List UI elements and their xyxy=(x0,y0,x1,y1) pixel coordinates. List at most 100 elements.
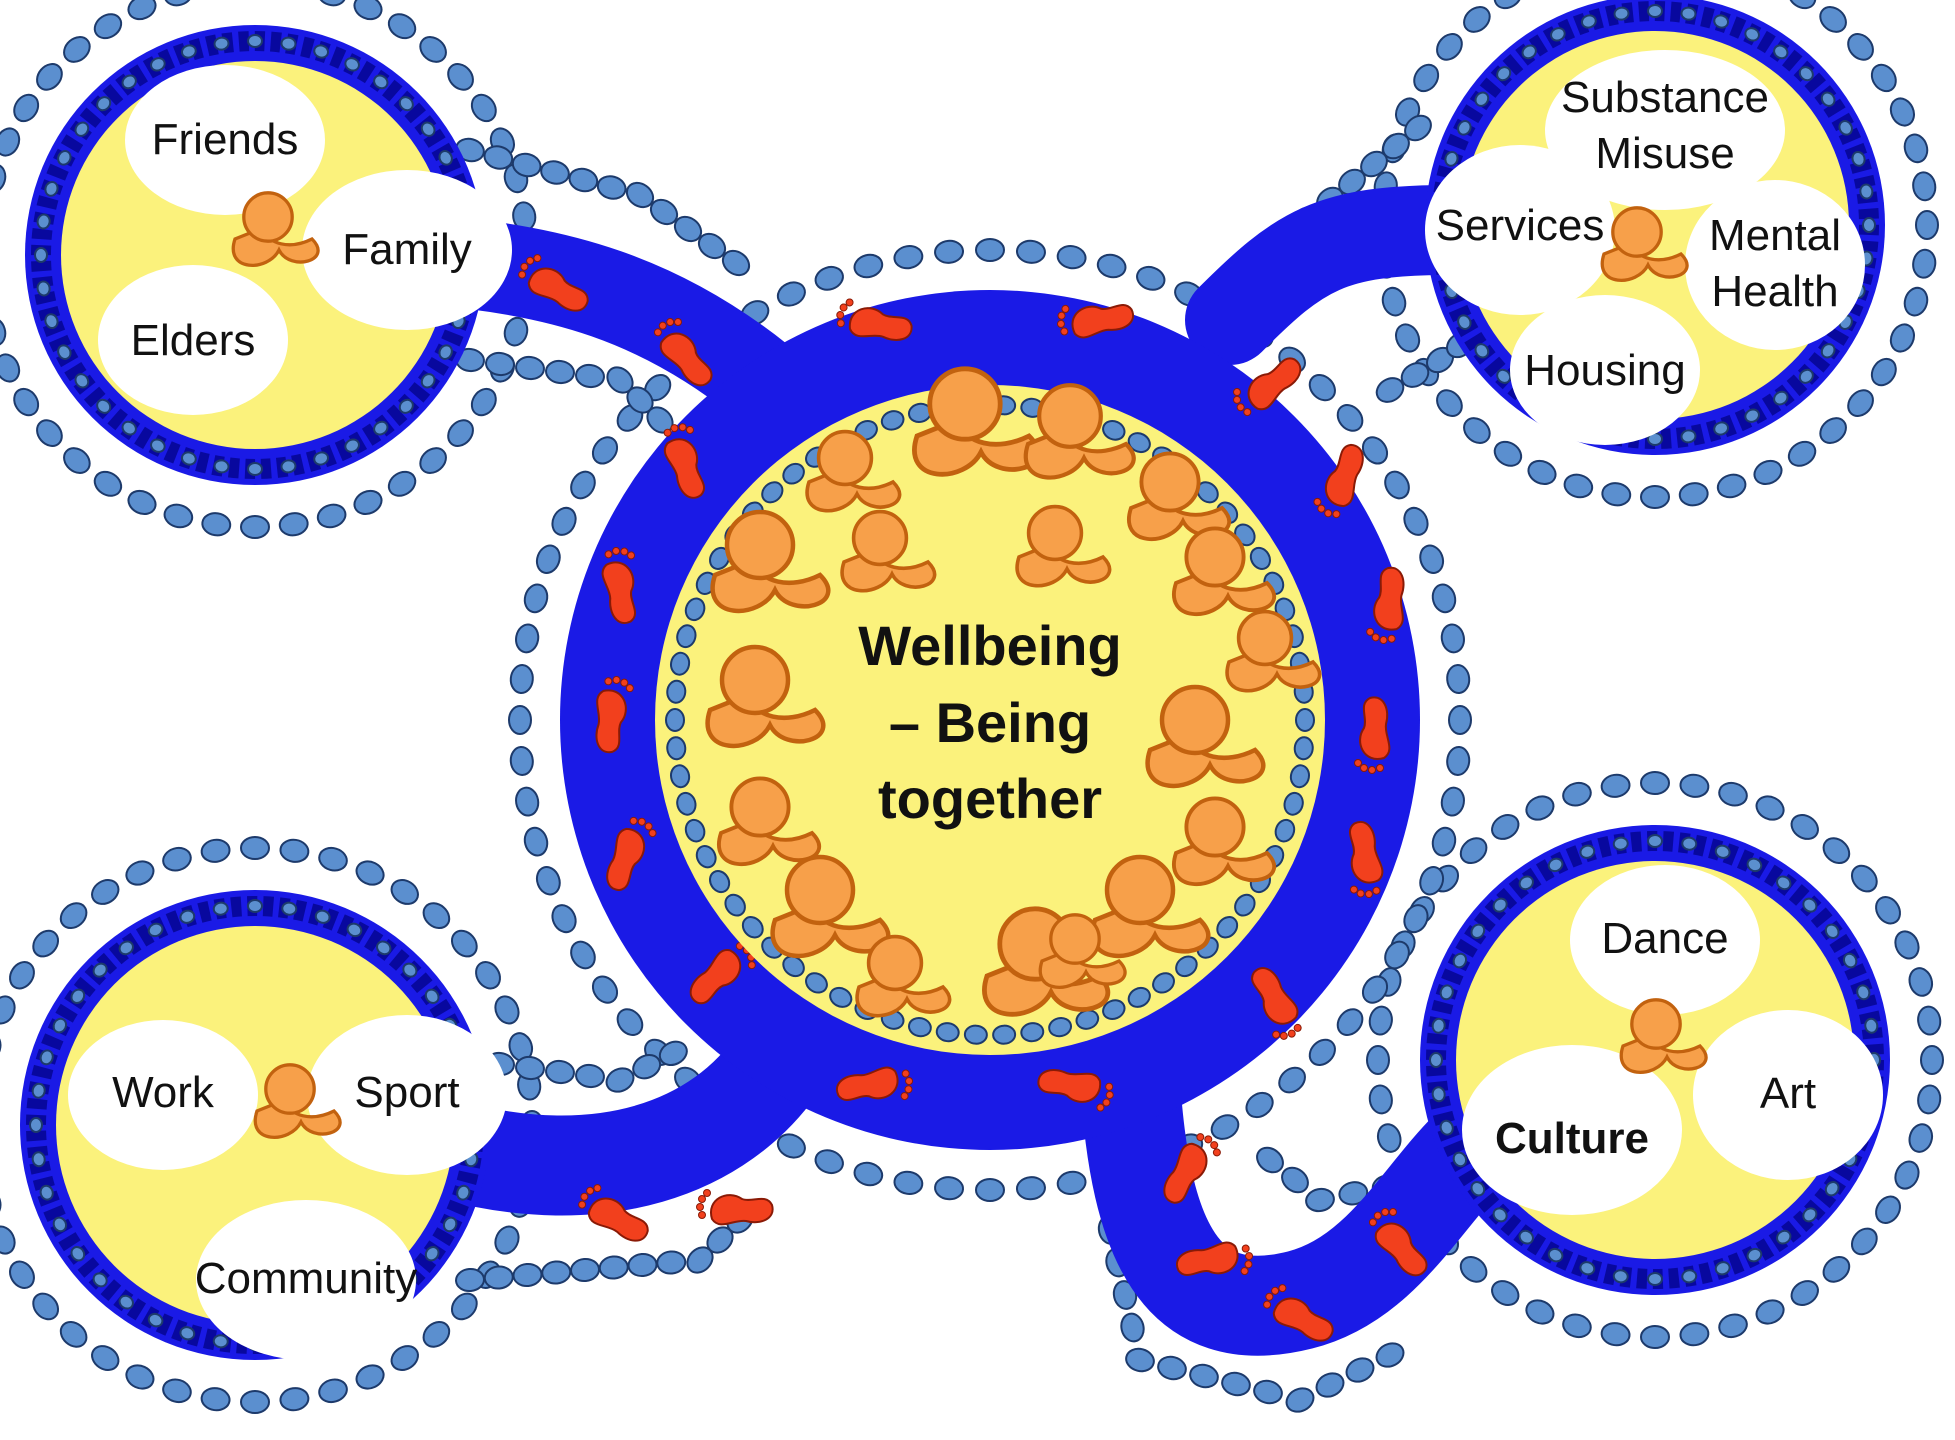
dot xyxy=(934,240,964,264)
dot xyxy=(59,443,95,478)
dot xyxy=(317,1376,350,1405)
dot xyxy=(1901,132,1930,165)
dot xyxy=(88,1341,123,1375)
dot xyxy=(570,1258,600,1282)
dot xyxy=(588,433,622,469)
footprint-toe xyxy=(1361,765,1368,772)
dot xyxy=(1430,825,1458,858)
dot xyxy=(541,1260,571,1284)
dot xyxy=(1274,1063,1310,1098)
dot xyxy=(1119,1311,1147,1343)
dot xyxy=(1134,263,1168,293)
dot xyxy=(279,1386,310,1412)
dot xyxy=(160,845,193,874)
dot xyxy=(415,443,451,478)
dot xyxy=(513,1263,543,1287)
dot xyxy=(30,1118,42,1132)
dot xyxy=(0,125,23,160)
dot xyxy=(315,0,348,9)
dot xyxy=(515,355,546,381)
dot xyxy=(1283,1384,1318,1416)
footprint-toe xyxy=(1388,635,1396,643)
dot xyxy=(522,825,550,858)
dot xyxy=(964,1025,987,1044)
dot xyxy=(125,0,160,23)
label-sport: Sport xyxy=(354,1068,459,1117)
dot xyxy=(976,1179,1004,1201)
dot xyxy=(387,1341,422,1375)
label-elders: Elders xyxy=(131,316,256,365)
dot xyxy=(1867,354,1901,389)
center-title-line-1: Wellbeing xyxy=(858,614,1121,677)
footprint-toe xyxy=(699,1196,706,1203)
dot xyxy=(1641,486,1669,508)
dot xyxy=(278,511,309,537)
dot xyxy=(1562,471,1595,500)
dot xyxy=(1648,5,1662,17)
dot xyxy=(201,511,232,537)
dot xyxy=(1430,582,1458,615)
dot xyxy=(279,838,310,864)
label-friends: Friends xyxy=(152,115,299,164)
dot xyxy=(666,709,684,731)
dot xyxy=(0,993,19,1028)
label-misuse: Misuse xyxy=(1595,129,1734,178)
dot xyxy=(0,351,23,386)
dot xyxy=(123,857,158,889)
person-head xyxy=(1162,687,1228,753)
dot xyxy=(248,463,262,475)
dot xyxy=(351,0,386,23)
dot xyxy=(1921,1046,1943,1074)
dot xyxy=(588,972,622,1008)
dot xyxy=(384,9,419,43)
dot xyxy=(666,736,686,760)
dot xyxy=(1304,1186,1336,1213)
dot xyxy=(1906,1122,1935,1155)
dot xyxy=(1600,773,1631,799)
dot xyxy=(59,32,95,67)
dot xyxy=(32,59,67,95)
dot xyxy=(1648,1273,1662,1285)
dot xyxy=(1560,1311,1593,1340)
dot xyxy=(1056,244,1087,271)
dot xyxy=(419,1317,455,1352)
dot xyxy=(0,1223,19,1258)
footprint-toe xyxy=(704,1190,711,1197)
dot xyxy=(599,1255,629,1279)
dot xyxy=(1490,437,1525,471)
dot xyxy=(522,582,550,615)
dot xyxy=(1400,504,1432,539)
dot xyxy=(384,467,419,501)
dot xyxy=(1847,861,1882,897)
person-head xyxy=(869,937,922,990)
dot xyxy=(1679,773,1710,799)
person-head xyxy=(819,432,872,485)
dot xyxy=(1409,60,1443,95)
dot xyxy=(1220,1370,1252,1398)
dot xyxy=(1906,965,1935,998)
footprint-toe xyxy=(613,676,621,684)
dot xyxy=(510,746,534,776)
dot xyxy=(455,1268,485,1292)
person-head xyxy=(1051,915,1099,963)
person-head xyxy=(1107,857,1173,923)
center-title-line-3: together xyxy=(878,767,1102,830)
dot xyxy=(1717,780,1750,809)
dot xyxy=(1380,285,1409,318)
dot xyxy=(491,993,523,1028)
dot xyxy=(28,1289,63,1325)
dot xyxy=(447,926,482,962)
dot xyxy=(56,1317,92,1352)
dot xyxy=(467,90,501,125)
label-community: Community xyxy=(195,1254,418,1303)
dot xyxy=(1523,1296,1558,1328)
dot xyxy=(566,467,599,502)
dot xyxy=(90,467,125,501)
dot xyxy=(415,32,451,67)
dot xyxy=(514,623,541,654)
dot xyxy=(0,315,9,348)
dot xyxy=(1871,1192,1905,1227)
dot xyxy=(1252,1378,1284,1406)
dot xyxy=(1156,1354,1188,1382)
footprint-toe xyxy=(1212,1148,1222,1158)
